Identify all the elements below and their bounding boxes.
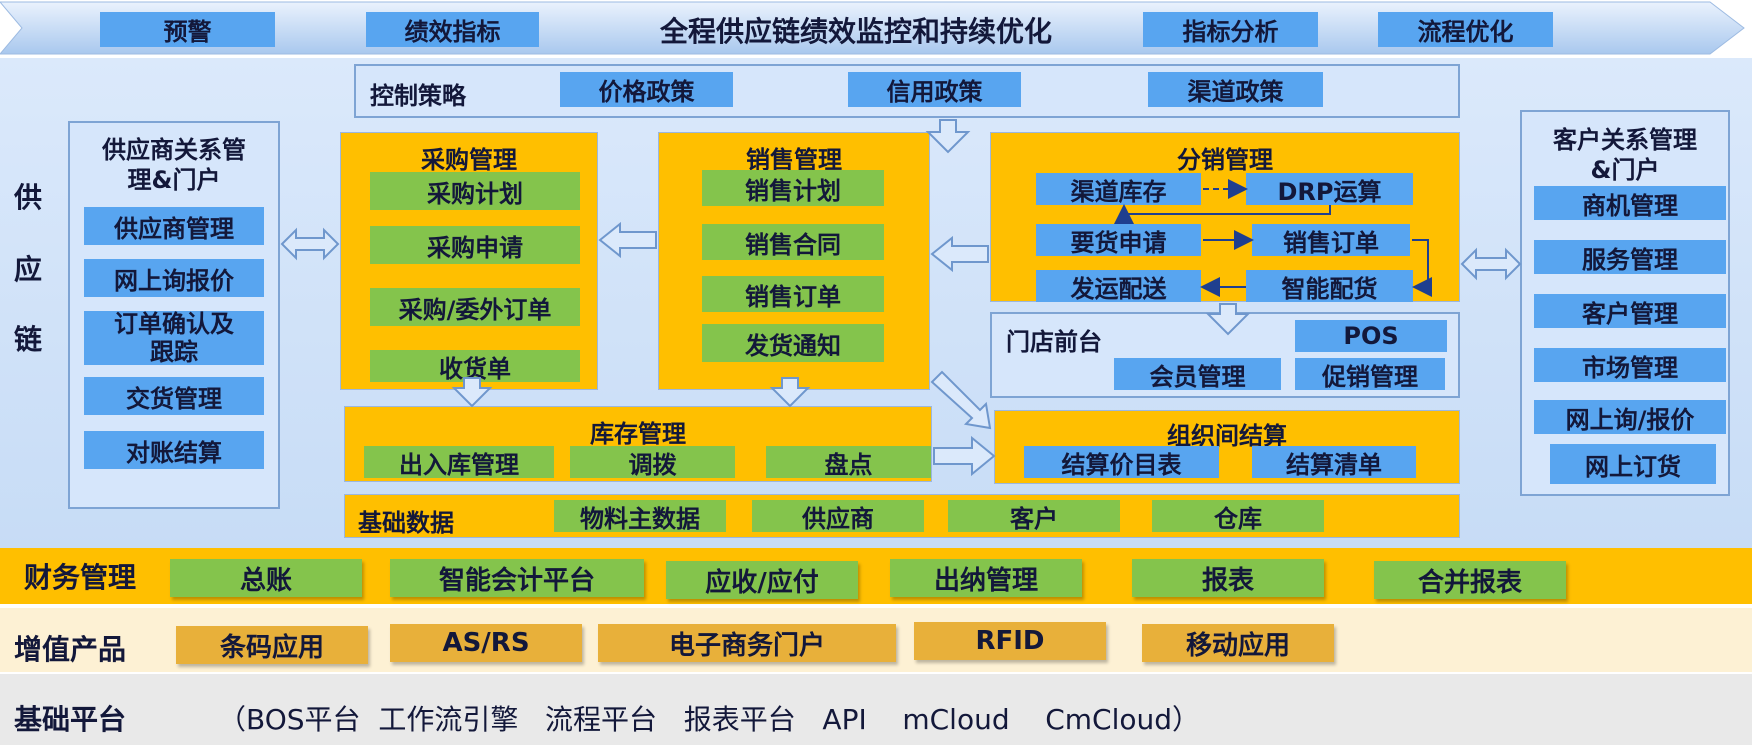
banner-tag-kpi: 绩效指标 <box>366 12 539 47</box>
price-policy-tag: 价格政策 <box>560 72 733 107</box>
purchase-item-request: 采购申请 <box>370 226 580 264</box>
platform-band <box>0 674 1752 745</box>
channel-inventory-tag: 渠道库存 <box>1036 173 1201 206</box>
inventory-item-inout: 出入库管理 <box>364 446 554 479</box>
supplier-item-reconciliation: 对账结算 <box>84 431 264 469</box>
drp-to-channel-line <box>1114 204 1331 224</box>
requisition-tag: 要货申请 <box>1036 224 1201 257</box>
supplier-title-2: 理&门户 <box>127 166 221 194</box>
inventory-title: 库存管理 <box>590 420 686 448</box>
dispatch-delivery-tag: 发运配送 <box>1036 270 1201 303</box>
settlement-pricelist-tag: 结算价目表 <box>1024 446 1219 479</box>
supplier-item-management: 供应商管理 <box>84 207 264 245</box>
finance-item-cashier: 出纳管理 <box>890 559 1082 597</box>
finance-item-consolidated: 合并报表 <box>1374 561 1566 599</box>
drp-calc-tag: DRP运算 <box>1246 173 1413 206</box>
supplier-item-rfq: 网上询报价 <box>84 259 264 297</box>
banner-title: 全程供应链绩效监控和持续优化 <box>660 15 1053 48</box>
purchase-item-order: 采购/委外订单 <box>370 288 580 326</box>
value-added-label: 增值产品 <box>14 633 127 666</box>
finance-item-accounting-platform: 智能会计平台 <box>390 559 644 597</box>
store-label: 门店前台 <box>1006 328 1102 356</box>
distribution-to-sales-arrow <box>930 235 989 273</box>
pos-tag: POS <box>1295 320 1447 352</box>
smart-allocation-tag: 智能配货 <box>1246 270 1413 303</box>
inventory-to-settlement-arrow <box>933 435 996 477</box>
inventory-item-transfer: 调拨 <box>570 446 735 479</box>
sales-title: 销售管理 <box>746 146 842 174</box>
control-strategy-label: 控制策略 <box>370 82 466 110</box>
side-label-2: 应 <box>14 253 43 286</box>
diagram-arrows <box>280 119 1522 477</box>
customer-item-service: 服务管理 <box>1534 240 1726 274</box>
customer-item-opportunity: 商机管理 <box>1534 186 1726 220</box>
sales-to-settlement-arrow <box>930 370 992 430</box>
purchase-to-inventory-arrow <box>451 377 493 408</box>
basedata-item-customer: 客户 <box>948 500 1120 533</box>
value-added-barcode: 条码应用 <box>176 626 368 664</box>
value-added-rfid: RFID <box>914 622 1106 660</box>
control-down-arrow <box>925 119 971 154</box>
distribution-title: 分销管理 <box>1177 146 1273 174</box>
supplier-item-delivery: 交货管理 <box>84 377 264 415</box>
banner-tag-alert: 预警 <box>100 12 275 47</box>
inventory-item-stocktake: 盘点 <box>766 446 931 479</box>
sales-item-contract: 销售合同 <box>702 224 884 260</box>
supplier-title-1: 供应商关系管 <box>102 136 246 164</box>
platform-text: （BOS平台 工作流引擎 流程平台 报表平台 API mCloud CmClou… <box>218 703 1200 736</box>
sales-item-shipping-notice: 发货通知 <box>702 324 884 362</box>
credit-policy-tag: 信用政策 <box>848 72 1021 107</box>
sales-item-plan: 销售计划 <box>702 170 884 206</box>
member-management-tag: 会员管理 <box>1114 358 1281 391</box>
banner-tag-optimize: 流程优化 <box>1378 12 1553 47</box>
distribution-to-store-arrow <box>1205 303 1251 336</box>
customer-item-rfq: 网上询/报价 <box>1534 400 1726 434</box>
supplier-item-order-confirm: 订单确认及跟踪 <box>84 310 264 366</box>
finance-item-ar-ap: 应收/应付 <box>666 561 858 599</box>
distribution-customer-arrow <box>1460 247 1522 281</box>
purchase-item-plan: 采购计划 <box>370 172 580 210</box>
sales-item-order: 销售订单 <box>702 276 884 312</box>
customer-item-customer: 客户管理 <box>1534 294 1726 328</box>
purchase-title: 采购管理 <box>421 146 517 174</box>
basedata-item-material: 物料主数据 <box>554 500 726 533</box>
side-label-3: 链 <box>14 323 43 356</box>
customer-title-2: &门户 <box>1590 156 1660 184</box>
channel-policy-tag: 渠道政策 <box>1148 72 1323 107</box>
side-label-1: 供 <box>14 181 43 214</box>
supplier-purchase-arrow <box>280 227 340 261</box>
sales-to-purchase-arrow <box>598 221 657 259</box>
customer-title-1: 客户关系管理 <box>1553 126 1697 154</box>
settlement-title: 组织间结算 <box>1167 422 1287 450</box>
value-added-mobile: 移动应用 <box>1142 624 1334 662</box>
distribution-sales-order-tag: 销售订单 <box>1252 224 1410 257</box>
finance-item-reports: 报表 <box>1132 559 1324 597</box>
value-added-asrs: AS/RS <box>390 624 582 662</box>
basedata-item-warehouse: 仓库 <box>1152 500 1324 533</box>
basedata-label: 基础数据 <box>358 509 454 537</box>
finance-item-ledger: 总账 <box>170 559 362 597</box>
customer-item-online-order: 网上订货 <box>1550 444 1716 484</box>
basedata-item-supplier: 供应商 <box>752 500 924 533</box>
finance-label: 财务管理 <box>24 561 137 594</box>
value-added-ecommerce: 电子商务门户 <box>598 624 896 662</box>
sales-to-inventory-arrow <box>769 377 811 408</box>
platform-label: 基础平台 <box>14 703 127 736</box>
customer-item-market: 市场管理 <box>1534 348 1726 382</box>
banner-tag-analysis: 指标分析 <box>1143 12 1318 47</box>
settlement-list-tag: 结算清单 <box>1252 446 1416 479</box>
promotion-management-tag: 促销管理 <box>1295 358 1445 391</box>
order-to-allocation-line <box>1412 239 1432 297</box>
